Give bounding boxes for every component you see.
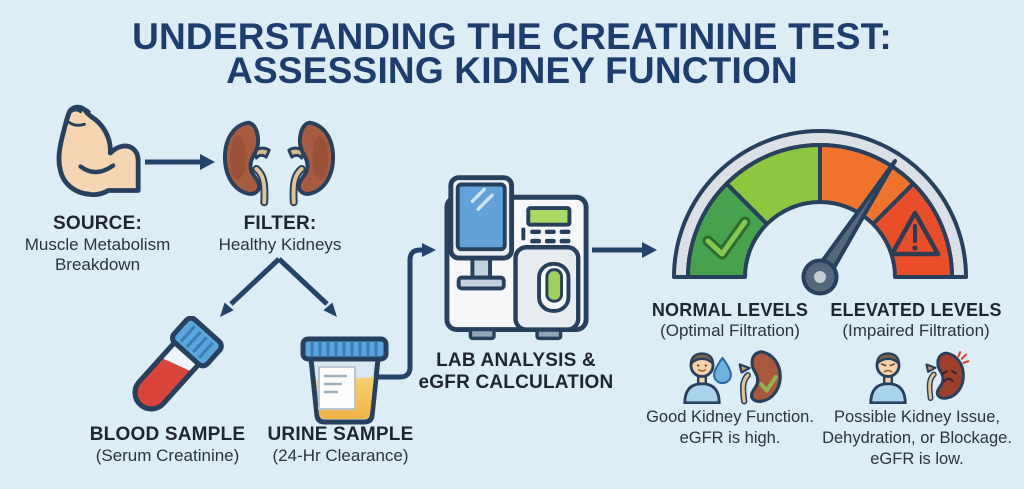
title-line-1: UNDERSTANDING THE CREATININE TEST: [132, 16, 892, 57]
filter-caption: FILTER: Healthy Kidneys [205, 213, 355, 255]
water-droplet-icon [713, 356, 732, 385]
arrow-urine-to-lab [377, 243, 436, 380]
filter-line-1: Healthy Kidneys [218, 235, 342, 254]
lab-label-line-2: eGFR CALCULATION [418, 372, 614, 393]
urine-label: URINE SAMPLE [267, 424, 414, 445]
elevated-subheading: (Impaired Filtration) [842, 321, 990, 340]
kidney-healthy-icon [738, 350, 782, 405]
title-line-2: ASSESSING KIDNEY FUNCTION [226, 50, 798, 91]
normal-result-caption: Good Kidney Function. eGFR is high. [640, 407, 820, 449]
blood-label: BLOOD SAMPLE [89, 424, 246, 445]
arrow-lab-to-gauge [592, 242, 657, 258]
lab-analyzer-icon [444, 175, 589, 341]
blood-line-1: (Serum Creatinine) [95, 446, 240, 465]
lab-caption: LAB ANALYSIS & eGFR CALCULATION [418, 350, 614, 394]
source-label: SOURCE: [52, 213, 142, 234]
alert-sparks [957, 351, 970, 364]
kidney-distressed-icon [925, 351, 970, 402]
lab-label-line-1: LAB ANALYSIS & [436, 350, 596, 371]
elevated-levels-heading: ELEVATED LEVELS (Impaired Filtration) [818, 300, 1014, 341]
urine-caption: URINE SAMPLE (24-Hr Clearance) [248, 424, 433, 466]
page-title: UNDERSTANDING THE CREATININE TEST: ASSES… [0, 16, 1024, 91]
elevated-cap-line-1: Possible Kidney Issue, [833, 408, 1000, 426]
filter-label: FILTER: [243, 213, 317, 234]
elevated-heading: ELEVATED LEVELS [830, 300, 1002, 320]
elevated-cap-line-2: Dehydration, or Blockage. [822, 429, 1012, 447]
urine-cup-icon [300, 336, 389, 425]
source-line-1: Muscle Metabolism [24, 235, 171, 254]
gauge-meter [672, 129, 968, 296]
elevated-result-caption: Possible Kidney Issue, Dehydration, or B… [812, 407, 1022, 470]
blood-caption: BLOOD SAMPLE (Serum Creatinine) [55, 424, 280, 466]
kidneys-icon [222, 120, 336, 207]
checkmark-icon [702, 216, 751, 260]
person-happy-icon [683, 352, 721, 404]
urine-line-1: (24-Hr Clearance) [272, 446, 409, 465]
source-caption: SOURCE: Muscle Metabolism Breakdown [5, 213, 190, 275]
source-line-2: Breakdown [54, 255, 141, 274]
normal-cap-line-1: Good Kidney Function. [646, 408, 814, 426]
normal-levels-heading: NORMAL LEVELS (Optimal Filtration) [640, 300, 820, 341]
normal-subheading: (Optimal Filtration) [660, 321, 800, 340]
arrow-source-to-filter [145, 154, 215, 170]
arrow-filter-to-samples [220, 257, 337, 317]
blood-tube-icon [132, 316, 224, 412]
elevated-cap-line-3: eGFR is low. [870, 450, 964, 468]
person-sad-icon [869, 352, 907, 404]
normal-heading: NORMAL LEVELS [651, 300, 809, 320]
warning-triangle-icon [889, 210, 941, 257]
flexed-bicep-icon [56, 104, 141, 197]
normal-cap-line-2: eGFR is high. [679, 429, 781, 447]
